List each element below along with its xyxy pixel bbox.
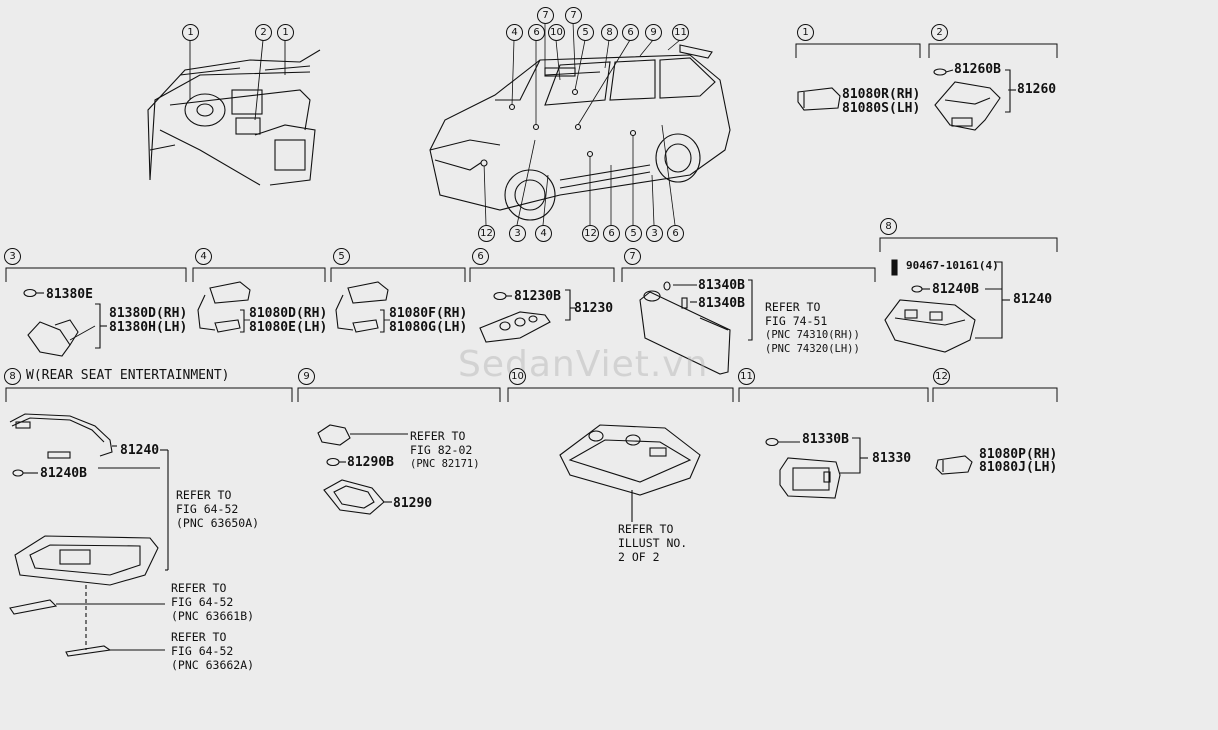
section-number: 10 (509, 368, 526, 385)
part-number: 81230 (574, 301, 614, 316)
callout-marker: 10 (548, 24, 565, 41)
section-number: 8 (880, 218, 897, 235)
callout-marker: 4 (506, 24, 523, 41)
callout-marker: 1 (182, 24, 199, 41)
part-number: 81340B (698, 278, 745, 293)
section-number: 3 (4, 248, 21, 265)
part-number: 81240B (932, 282, 979, 297)
part-81260-shape (933, 68, 1016, 131)
dashboard-illustration (147, 49, 321, 186)
part-81080D-shape (197, 281, 251, 333)
section-number: 4 (195, 248, 212, 265)
part-number: 81080S(LH) (842, 101, 921, 116)
part-number: 81240 (120, 443, 160, 458)
callout-marker: 3 (646, 225, 663, 242)
part-number: 81380H(LH) (109, 320, 188, 335)
part-81290-shape (317, 424, 408, 515)
section-number: 7 (624, 248, 641, 265)
part-number: 81380D(RH) (109, 306, 188, 321)
part-81330-shape (765, 437, 868, 499)
callout-marker: 12 (478, 225, 495, 242)
suv-illustration (429, 44, 731, 221)
part-81240-rse-shape (9, 413, 169, 657)
callout-marker: 2 (255, 24, 272, 41)
section-number: 6 (472, 248, 489, 265)
callout-marker: 5 (577, 24, 594, 41)
section-number: 5 (333, 248, 350, 265)
suv-markers (480, 88, 637, 167)
part-number: 81240 (1013, 292, 1053, 307)
dashboard-leaders (189, 39, 286, 121)
part-number: 81260 (1017, 82, 1057, 97)
part-number: 81080E(LH) (249, 320, 328, 335)
section-number: 12 (933, 368, 950, 385)
callout-marker: 3 (509, 225, 526, 242)
part-number: 81080P(RH) (979, 447, 1058, 462)
part-number: 81380E (46, 287, 93, 302)
part-number: 81290 (393, 496, 433, 511)
callout-marker: 4 (535, 225, 552, 242)
part-number: 81230B (514, 289, 561, 304)
callout-marker: 11 (672, 24, 689, 41)
part-81380-shape (23, 288, 107, 357)
callout-marker: 6 (528, 24, 545, 41)
part-number: 81080R(RH) (842, 87, 921, 102)
section-number: 2 (931, 24, 948, 41)
part-81080P-shape (935, 455, 973, 475)
part-number: 81080G(LH) (389, 320, 468, 335)
callout-marker: 7 (565, 7, 582, 24)
callout-marker: 7 (537, 7, 554, 24)
suv-leaders (483, 21, 681, 226)
section-number: 11 (738, 368, 755, 385)
section-title: W(REAR SEAT ENTERTAINMENT) (26, 368, 230, 383)
callout-marker: 8 (601, 24, 618, 41)
part-81080F-shape (335, 281, 389, 333)
part-number: 81330B (802, 432, 849, 447)
callout-marker: 6 (667, 225, 684, 242)
part-number: 81080F(RH) (389, 306, 468, 321)
section-number: 9 (298, 368, 315, 385)
part-number: 81260B (954, 62, 1001, 77)
part-number: 81340B (698, 296, 745, 311)
callout-marker: 6 (622, 24, 639, 41)
part-visor-shape (639, 279, 753, 375)
section-number: 1 (797, 24, 814, 41)
part-number: 81080J(LH) (979, 460, 1058, 475)
part-number: 81080D(RH) (249, 306, 328, 321)
part-81230-shape (479, 289, 575, 343)
section-number: 8 (4, 368, 21, 385)
part-number: 81330 (872, 451, 912, 466)
watermark: SedanViet.vn (458, 344, 709, 385)
part-number: 81240B (40, 466, 87, 481)
callout-marker: 1 (277, 24, 294, 41)
section-brackets (5, 43, 1058, 402)
callout-marker: 12 (582, 225, 599, 242)
connector-lines (69, 89, 1016, 341)
part-number: 81290B (347, 455, 394, 470)
callout-marker: 5 (625, 225, 642, 242)
part-overhead-console-shape (559, 424, 701, 522)
callout-marker: 9 (645, 24, 662, 41)
part-number: 90467-10161(4) (906, 259, 999, 272)
part-81240-top-shape (884, 259, 1010, 353)
part-81080R-shape (797, 87, 841, 111)
callout-marker: 6 (603, 225, 620, 242)
